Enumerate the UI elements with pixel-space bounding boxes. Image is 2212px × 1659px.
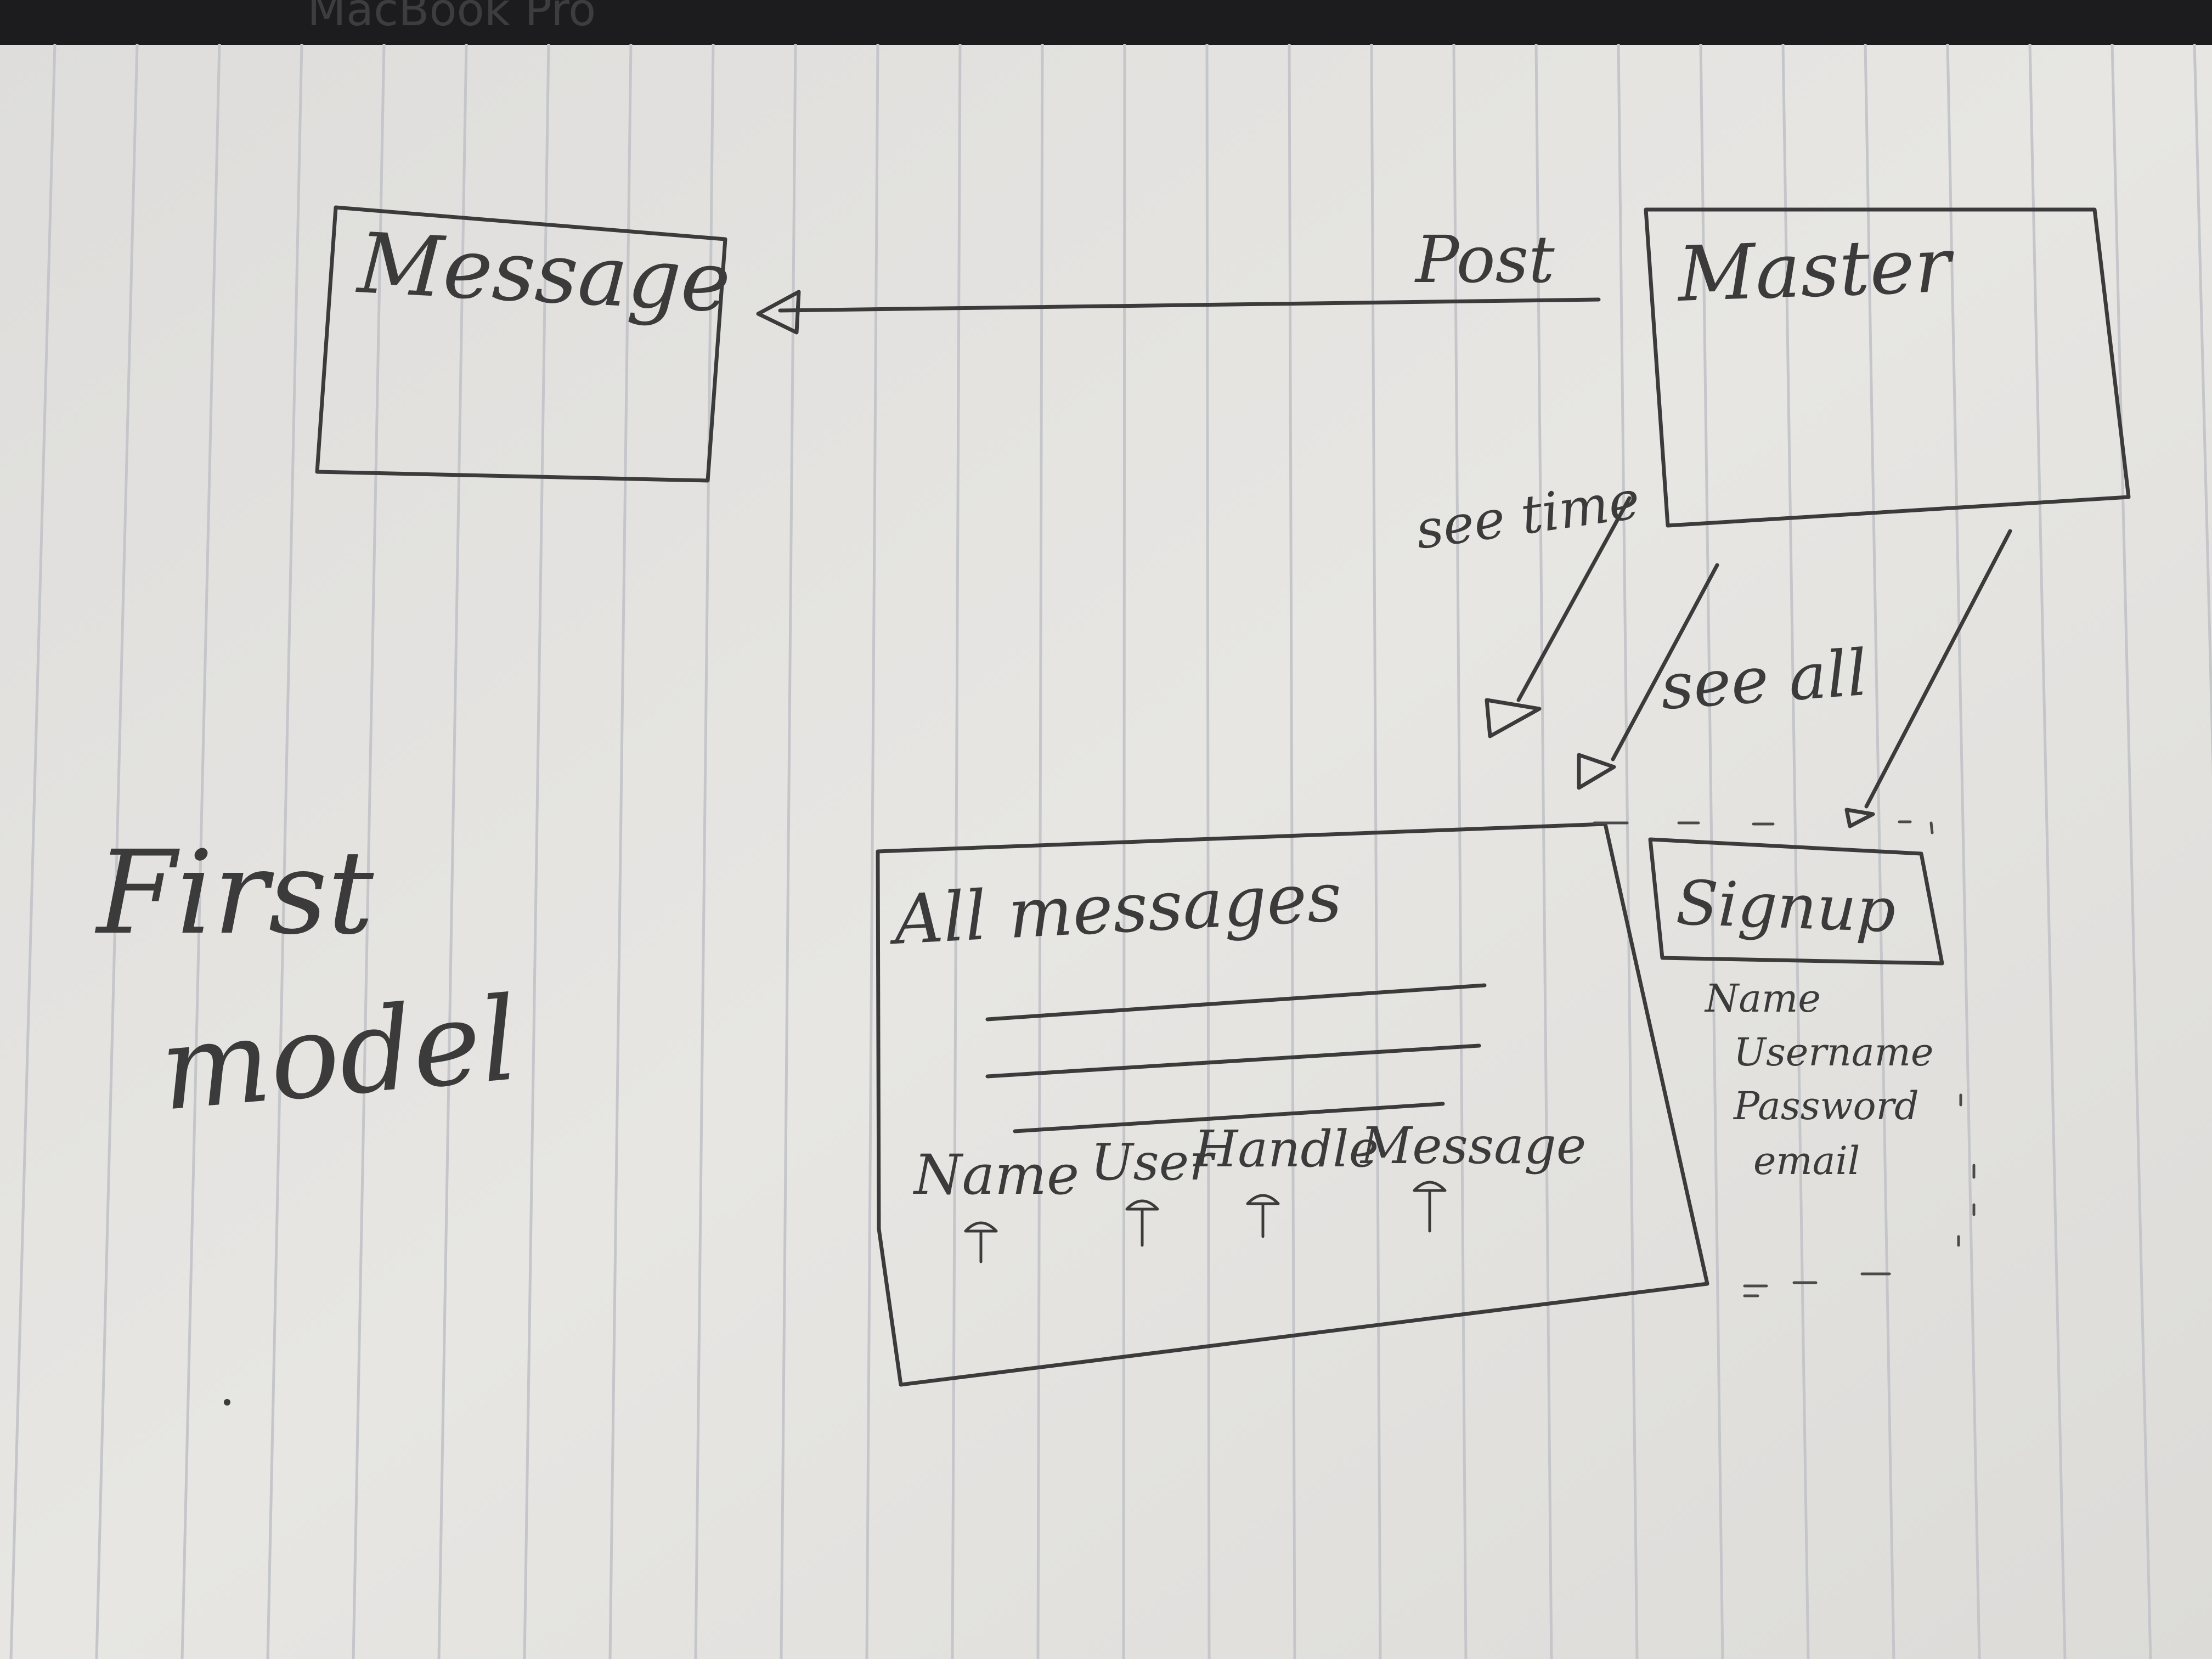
rule-line bbox=[694, 43, 715, 1659]
rule-line bbox=[2028, 43, 2067, 1659]
rule-line bbox=[1452, 43, 1468, 1659]
rule-line bbox=[523, 43, 550, 1659]
message-line-2 bbox=[985, 1043, 1481, 1079]
rule-line bbox=[437, 43, 468, 1659]
column-markers bbox=[964, 1181, 1447, 1263]
rule-line bbox=[951, 43, 962, 1659]
rule-line bbox=[780, 43, 797, 1659]
signup-field-password: Password bbox=[1733, 1084, 1919, 1128]
title-model: model bbox=[155, 972, 523, 1137]
signup-arrow-line bbox=[1864, 529, 2012, 809]
rule-line bbox=[1781, 43, 1810, 1659]
rule-line bbox=[1699, 43, 1724, 1659]
all-messages-box bbox=[876, 822, 1709, 1387]
rule-line bbox=[608, 43, 633, 1659]
master-box bbox=[1644, 207, 2131, 528]
see-time-arrow-head bbox=[1485, 698, 1542, 738]
rule-line bbox=[1122, 43, 1126, 1659]
message-line-3 bbox=[1013, 1102, 1445, 1133]
rule-line bbox=[352, 43, 386, 1659]
rule-line bbox=[1288, 43, 1296, 1659]
message-line-1 bbox=[985, 983, 1487, 1022]
rule-line bbox=[1205, 43, 1211, 1659]
signup-field-username: Username bbox=[1734, 1030, 1933, 1075]
rule-line bbox=[2193, 43, 2212, 777]
dashed-marks bbox=[1593, 820, 1976, 1297]
rule-line bbox=[1617, 43, 1639, 1659]
signup-field-name: Name bbox=[1704, 976, 1821, 1021]
signup-arrow-head bbox=[1844, 808, 1875, 828]
column-name: Name bbox=[913, 1143, 1079, 1207]
rule-line bbox=[2111, 43, 2152, 1659]
column-handle: Handle bbox=[1193, 1120, 1379, 1178]
post-label: Post bbox=[1414, 222, 1555, 297]
signup-field-email: email bbox=[1753, 1138, 1860, 1183]
rule-line bbox=[180, 43, 221, 1659]
rule-line bbox=[9, 43, 57, 1659]
column-user: User bbox=[1091, 1133, 1216, 1192]
rule-line bbox=[1036, 43, 1044, 1659]
signup-box bbox=[1648, 837, 1944, 966]
rule-line bbox=[865, 43, 879, 1659]
message-label: Message bbox=[354, 215, 733, 331]
laptop-label: MacBook Pro bbox=[307, 0, 596, 36]
see-all-arrow-head bbox=[1577, 753, 1616, 790]
rule-line bbox=[95, 43, 139, 1659]
post-arrow-line bbox=[778, 297, 1601, 313]
see-all-label: see all bbox=[1658, 636, 1870, 724]
title-first: First bbox=[94, 826, 374, 960]
ruled-lines bbox=[9, 43, 2212, 1659]
post-arrow-head bbox=[756, 290, 801, 335]
column-message: Message bbox=[1359, 1116, 1586, 1175]
rule-line bbox=[266, 43, 303, 1659]
see-all-arrow-line bbox=[1611, 563, 1719, 761]
rule-line bbox=[1534, 43, 1553, 1659]
rule-line bbox=[1370, 43, 1382, 1659]
signup-label: Signup bbox=[1675, 867, 1897, 946]
master-label: Master bbox=[1675, 221, 1956, 319]
pencil-dot bbox=[224, 1399, 230, 1406]
laptop-bezel bbox=[0, 0, 2212, 45]
message-box bbox=[315, 205, 727, 483]
rule-line bbox=[1946, 43, 1981, 1659]
see-time-arrow-line bbox=[1516, 496, 1632, 702]
